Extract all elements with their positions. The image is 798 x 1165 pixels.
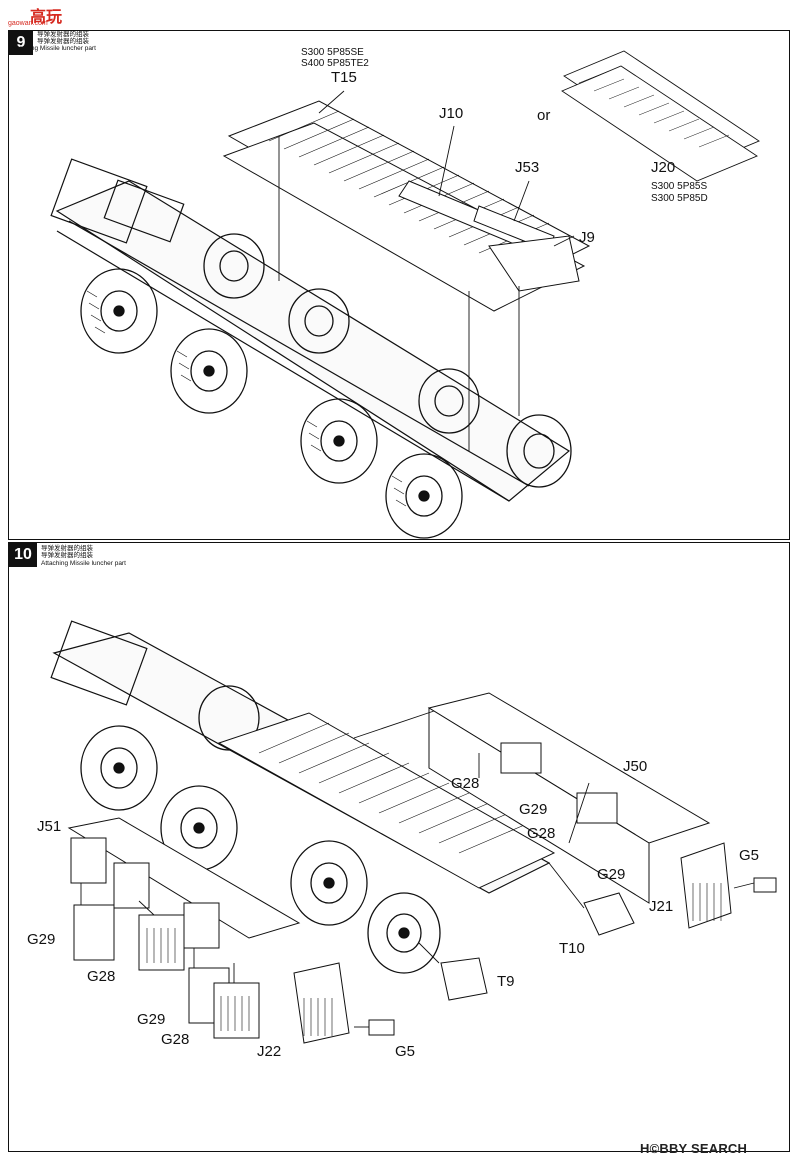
part-label-g29-d: G29 bbox=[137, 1011, 166, 1028]
part-label-j50: J50 bbox=[623, 758, 648, 775]
part-j22 bbox=[293, 962, 350, 1044]
step-9-panel: 9 导弹发射器的组装 导弹发射器的组装 Attaching Missile lu… bbox=[8, 30, 790, 540]
panel-g29 bbox=[576, 792, 618, 824]
footer-watermark: H©BBY SEARCH bbox=[640, 1141, 748, 1156]
truck-chassis bbox=[50, 158, 571, 502]
part-label-j53: J53 bbox=[515, 159, 540, 176]
panels-g28-g29 bbox=[73, 904, 260, 1039]
step-9-title-cn-1: 导弹发射器的组装 bbox=[37, 31, 89, 38]
part-t10 bbox=[583, 892, 635, 936]
site-watermark-url: gaowan.com bbox=[8, 20, 48, 27]
step-10-drawing bbox=[50, 620, 777, 1044]
part-label-g28-c: G28 bbox=[87, 968, 116, 985]
wheel bbox=[80, 725, 158, 811]
part-label-t10: T10 bbox=[559, 940, 585, 957]
step-10-title-en: Attaching Missile luncher part bbox=[41, 560, 126, 567]
part-label-g28-b: G28 bbox=[527, 825, 556, 842]
part-j51 bbox=[67, 817, 301, 949]
part-label-j51: J51 bbox=[37, 818, 62, 835]
wheel bbox=[160, 785, 238, 871]
part-label-g28-a: G28 bbox=[451, 775, 480, 792]
step-9-title-cn-2: 导弹发射器的组装 bbox=[37, 38, 89, 45]
part-label-t15: T15 bbox=[331, 69, 357, 86]
step-10-badge: 10 bbox=[9, 543, 37, 567]
step-9-title-en: Attaching Missile luncher part bbox=[11, 45, 96, 52]
part-j9 bbox=[488, 235, 580, 292]
wheel bbox=[506, 414, 572, 488]
step-9-badge: 9 bbox=[9, 31, 33, 55]
part-label-j20: J20 bbox=[651, 159, 676, 176]
part-g5 bbox=[753, 877, 777, 893]
part-j21 bbox=[680, 842, 732, 929]
truck-wheels bbox=[80, 685, 441, 974]
part-label-j10: J10 bbox=[439, 105, 464, 122]
part-label-g5-b: G5 bbox=[395, 1043, 416, 1060]
part-label-g5-a: G5 bbox=[739, 847, 760, 864]
tire-tread bbox=[86, 290, 407, 507]
wheel bbox=[300, 398, 378, 484]
wheel bbox=[367, 892, 441, 974]
variant-alt-label-1: S300 5P85S bbox=[651, 181, 708, 192]
variant-top-label-2: S400 5P85TE2 bbox=[301, 58, 369, 69]
step-10-title-cn-2: 导弹发射器的组装 bbox=[41, 552, 93, 559]
step-10-panel: 10 导弹发射器的组装 导弹发射器的组装 Attaching Missile l… bbox=[8, 542, 790, 1152]
panel-g29 bbox=[500, 742, 542, 774]
part-label-g28-d: G28 bbox=[161, 1031, 190, 1048]
wheel bbox=[385, 453, 463, 539]
part-t9 bbox=[440, 957, 488, 1001]
part-j20 bbox=[561, 50, 760, 182]
part-label-j21: J21 bbox=[649, 898, 674, 915]
part-label-g29-b: G29 bbox=[597, 866, 626, 883]
truck-wheels bbox=[80, 233, 572, 539]
part-label-j9: J9 bbox=[579, 229, 595, 246]
part-g5 bbox=[368, 1019, 395, 1036]
wheel bbox=[290, 840, 368, 926]
wheel bbox=[198, 685, 260, 751]
leader-lines bbox=[278, 90, 575, 451]
part-label-g29-a: G29 bbox=[519, 801, 548, 818]
wheel bbox=[288, 288, 350, 354]
step-9-drawing bbox=[50, 50, 760, 539]
part-t15-deck bbox=[222, 100, 591, 312]
wheel bbox=[418, 368, 480, 434]
site-watermark-logo: 高玩 bbox=[30, 9, 63, 26]
part-label-j22: J22 bbox=[257, 1043, 282, 1060]
launcher-deck bbox=[217, 712, 556, 889]
wheel bbox=[203, 233, 265, 299]
wheel bbox=[80, 268, 158, 354]
variant-top-label-1: S300 5P85SE bbox=[301, 47, 364, 58]
variant-alt-label-2: S300 5P85D bbox=[651, 193, 708, 204]
step-10-title-cn-1: 导弹发射器的组装 bbox=[41, 545, 93, 552]
part-label-t9: T9 bbox=[497, 973, 515, 990]
or-label: or bbox=[537, 107, 551, 124]
wheel bbox=[170, 328, 248, 414]
part-label-g29-c: G29 bbox=[27, 931, 56, 948]
leader-lines bbox=[80, 710, 755, 1028]
